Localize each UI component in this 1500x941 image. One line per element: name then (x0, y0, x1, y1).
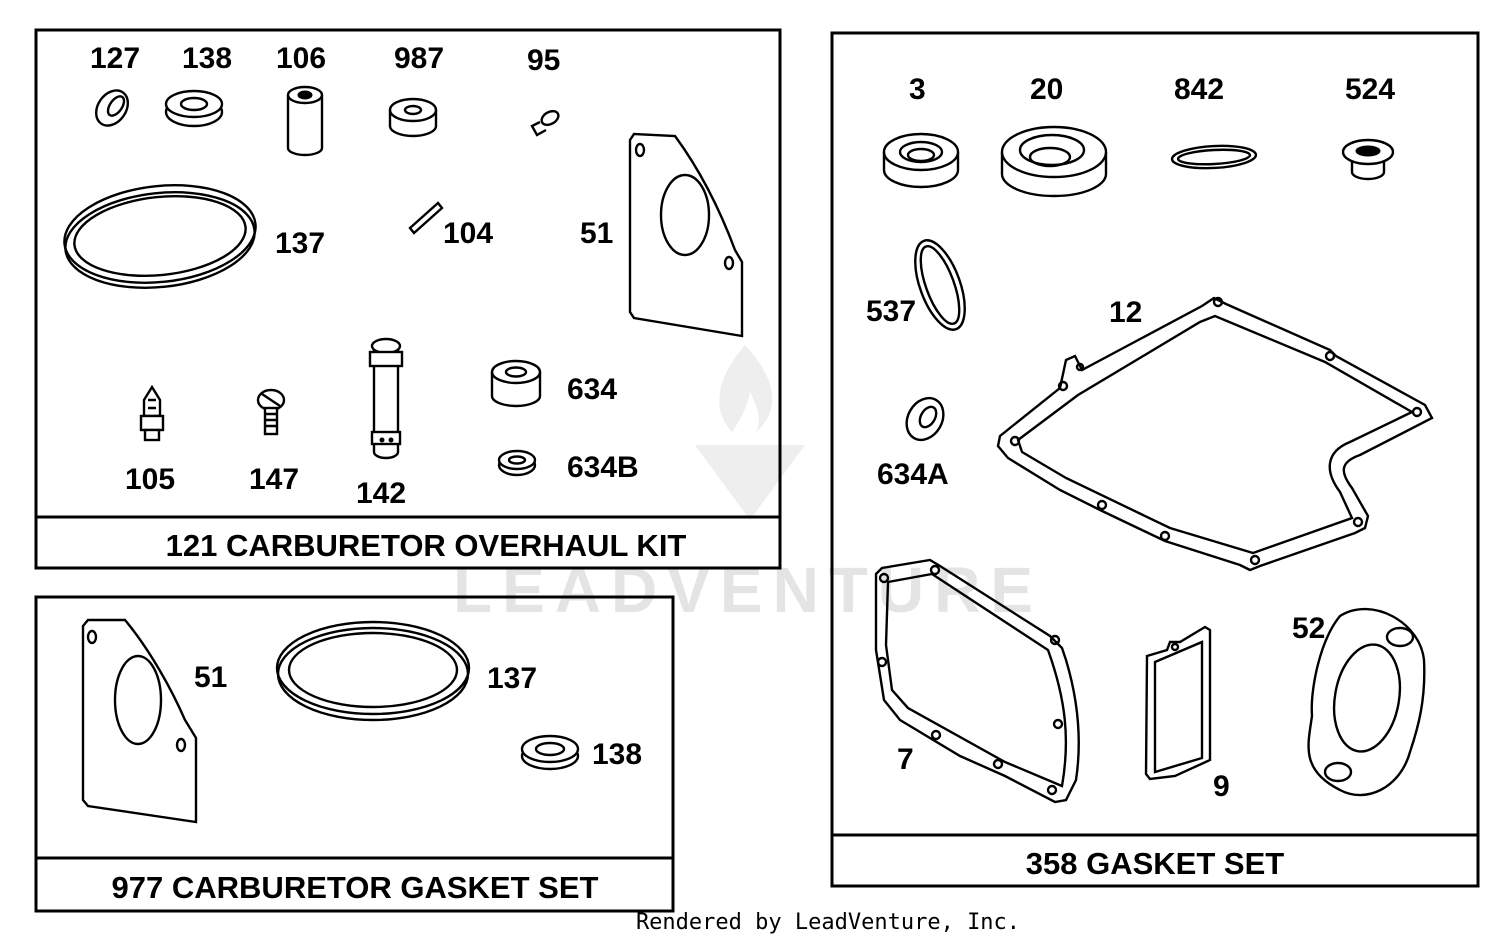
part-106-bushing (286, 85, 324, 157)
part-9-gasket (1144, 625, 1212, 781)
label-12: 12 (1109, 296, 1142, 329)
label-142: 142 (356, 477, 406, 510)
label-20: 20 (1030, 73, 1063, 106)
label-138: 138 (592, 738, 642, 771)
part-142-tube (368, 337, 404, 460)
panel-frame (34, 595, 675, 913)
part-537-oring (914, 239, 966, 331)
label-127: 127 (90, 42, 140, 75)
label-987: 987 (394, 42, 444, 75)
part-51-gasket (81, 618, 198, 824)
part-842-oring (1170, 144, 1258, 170)
watermark-logo-icon (695, 445, 805, 520)
label-842: 842 (1174, 73, 1224, 106)
label-9: 9 (1213, 770, 1230, 803)
part-52-gasket (1307, 607, 1426, 797)
label-52: 52 (1292, 612, 1325, 645)
label-106: 106 (276, 42, 326, 75)
part-138-washer (520, 734, 580, 771)
part-7-gasket (874, 558, 1080, 804)
panel-frame (830, 31, 1480, 888)
part-20-seal (1000, 125, 1108, 198)
label-634: 634 (567, 373, 617, 406)
footer-rendered-by: Rendered by LeadVenture, Inc. (636, 910, 1020, 935)
label-138: 138 (182, 42, 232, 75)
label-95: 95 (527, 44, 560, 77)
label-51: 51 (580, 217, 613, 250)
label-7: 7 (897, 743, 914, 776)
panel-carburetor-gasket-set: 977 CARBURETOR GASKET SET 51 137 138 (34, 595, 675, 913)
watermark-flame-icon (719, 345, 773, 432)
part-137-ring (63, 184, 257, 289)
label-3: 3 (909, 73, 926, 106)
part-105-needle (139, 384, 165, 442)
part-634b-washer (497, 449, 537, 477)
panel-title: 358 GASKET SET (1026, 846, 1284, 881)
label-137: 137 (275, 227, 325, 260)
panel-gasket-set: 358 GASKET SET 3 20 842 524 (830, 31, 1480, 888)
part-95-screw (530, 109, 560, 137)
part-634-spacer (490, 359, 542, 408)
part-51-gasket (628, 132, 744, 338)
part-138-washer (164, 89, 224, 128)
panel-title: 977 CARBURETOR GASKET SET (112, 870, 599, 905)
part-3-seal (882, 132, 960, 189)
panel-carburetor-overhaul-kit: 121 CARBURETOR OVERHAUL KIT 127 138 106 … (34, 28, 782, 570)
part-12-gasket (996, 296, 1434, 572)
label-51: 51 (194, 661, 227, 694)
part-987-spacer (388, 97, 438, 138)
label-147: 147 (249, 463, 299, 496)
part-137-ring (275, 620, 471, 722)
part-127-washer (94, 89, 130, 127)
label-634a: 634A (877, 458, 949, 491)
panel-title: 121 CARBURETOR OVERHAUL KIT (166, 528, 687, 563)
label-137: 137 (487, 662, 537, 695)
watermark: LEADVENTURE (453, 345, 1033, 626)
part-634a-washer (905, 396, 945, 442)
part-524-grommet (1341, 138, 1395, 181)
label-105: 105 (125, 463, 175, 496)
part-104-pin (408, 201, 444, 235)
panel-frame (34, 28, 782, 570)
label-537: 537 (866, 295, 916, 328)
label-104: 104 (443, 217, 493, 250)
part-147-screw (256, 388, 286, 436)
label-634b: 634B (567, 451, 639, 484)
label-524: 524 (1345, 73, 1395, 106)
